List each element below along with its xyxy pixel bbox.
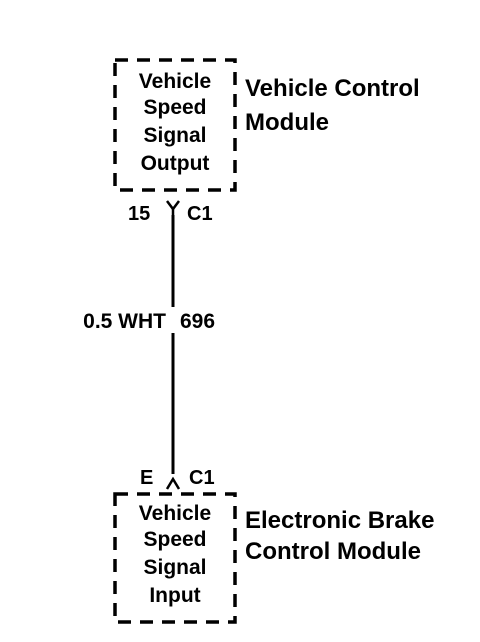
vss-input-line-4: Input bbox=[149, 584, 200, 607]
wire-color-label: 0.5 WHT bbox=[83, 310, 166, 333]
vss-input-line-3: Signal bbox=[143, 556, 206, 579]
vcm-label-line-1: Vehicle Control bbox=[245, 75, 420, 102]
vehicle-control-module: Vehicle Speed Signal Output Vehicle Cont… bbox=[113, 58, 420, 225]
vss-input-line-1: Vehicle bbox=[139, 502, 211, 525]
vss-output-line-4: Output bbox=[141, 152, 210, 175]
vss-input-line-2: Speed bbox=[143, 528, 206, 551]
vss-input-box bbox=[113, 492, 237, 624]
ebcm-connector-id: C1 bbox=[189, 467, 215, 489]
wire-circuit-number: 696 bbox=[180, 310, 215, 333]
vcm-label-line-2: Module bbox=[245, 109, 329, 136]
ebcm-label-line-1: Electronic Brake bbox=[245, 507, 434, 534]
ebcm-connector-symbol bbox=[165, 476, 181, 490]
ebcm-pin-letter: E bbox=[140, 467, 153, 489]
ebcm-label-line-2: Control Module bbox=[245, 538, 421, 565]
wire-label-background bbox=[168, 307, 178, 333]
vcm-pin-number: 15 bbox=[128, 203, 150, 225]
vss-output-line-3: Signal bbox=[143, 124, 206, 147]
vcm-connector-symbol bbox=[166, 200, 180, 215]
vss-output-line-1: Vehicle bbox=[139, 70, 211, 93]
electronic-brake-control-module: E C1 Vehicle Speed Signal Input Electron… bbox=[113, 467, 434, 624]
vss-output-box bbox=[113, 58, 237, 192]
vss-output-line-2: Speed bbox=[143, 96, 206, 119]
vcm-connector-id: C1 bbox=[187, 203, 213, 225]
